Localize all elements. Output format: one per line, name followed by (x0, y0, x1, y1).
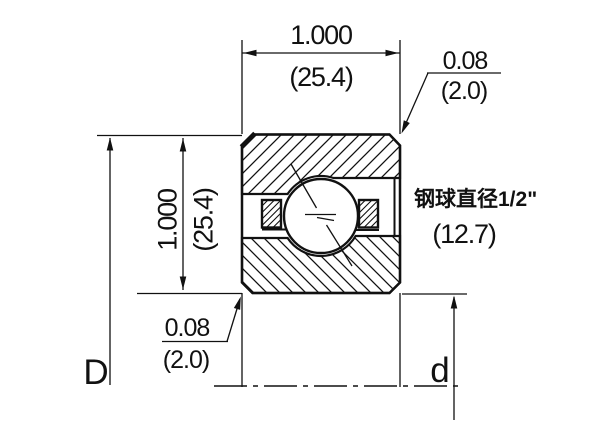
cage-left-section (260, 198, 283, 229)
ball-center-tick (316, 216, 335, 222)
contact-angle-line-upper (290, 163, 318, 209)
inner-diameter-symbol: d (430, 351, 449, 390)
width-dim-mm: (25.4) (289, 62, 353, 92)
ball (282, 177, 360, 255)
chamfer-top-right-mm: (2.0) (441, 77, 487, 105)
width-arrow-right-icon (385, 49, 399, 57)
cage-right-section (357, 198, 380, 229)
chamfer-top-left-edge (239, 131, 257, 149)
chamfer-bottom-left-mm: (2.0) (163, 346, 209, 374)
chamfer-top-right-leader (401, 72, 429, 132)
ball-diameter-label: 钢球直径1/2" (414, 187, 537, 211)
bearing-outline (240, 133, 402, 295)
contact-angle-line-lower (325, 224, 353, 267)
chamfer-top-right-inches: 0.08 (443, 47, 488, 75)
height-dim-mm: (25.4) (188, 188, 218, 252)
chamfer-bottom-left-inches: 0.08 (165, 314, 210, 342)
ball-diameter-mm: (12.7) (432, 219, 496, 249)
inner-diameter-arrow-icon (450, 295, 458, 309)
width-dim-inches: 1.000 (290, 20, 352, 50)
height-arrow-bottom-icon (179, 276, 187, 290)
width-arrow-left-icon (243, 49, 257, 57)
outer-diameter-symbol: D (83, 353, 108, 392)
outer-diameter-arrow-icon (106, 137, 114, 151)
height-arrow-top-icon (179, 138, 187, 152)
height-dim-inches: 1.000 (152, 189, 182, 251)
